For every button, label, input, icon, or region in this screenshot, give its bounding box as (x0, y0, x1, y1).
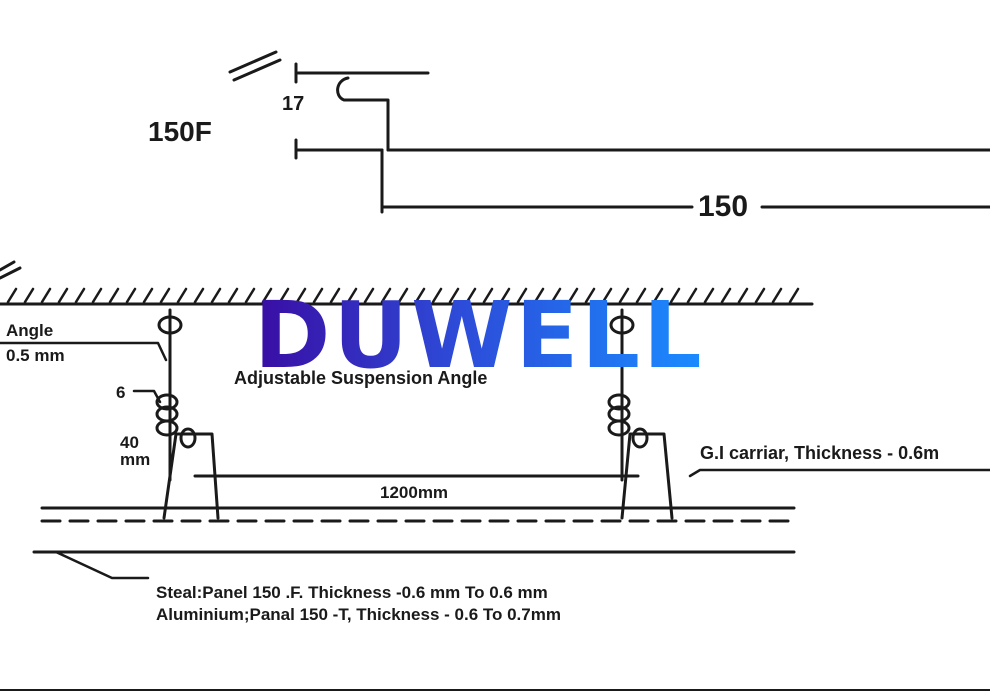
hatch-stroke (720, 287, 732, 304)
leader-line (0, 341, 168, 362)
leader-line (132, 389, 162, 404)
hatch-stroke (346, 287, 358, 304)
hatch-stroke (635, 287, 647, 304)
hatch-stroke (703, 287, 715, 304)
adjustable-angle-label: Adjustable Suspension Angle (234, 369, 487, 387)
hatch-stroke (176, 287, 188, 304)
panel-note-steel: Steal:Panel 150 .F. Thickness -0.6 mm To… (156, 583, 548, 602)
carrier-and-panel (32, 468, 990, 580)
hatch-stroke (91, 287, 103, 304)
hatch-stroke (261, 287, 273, 304)
hatch-stroke (431, 287, 443, 304)
break-mark (0, 266, 22, 280)
panel-profile-detail (228, 50, 990, 214)
angle-label: Angle (6, 321, 54, 340)
hatch-stroke (142, 287, 154, 304)
hatch-stroke (40, 287, 52, 304)
hatch-stroke (210, 287, 222, 304)
hatch-stroke (533, 287, 545, 304)
hatch-stroke (686, 287, 698, 304)
hatch-stroke (278, 287, 290, 304)
ceiling-slab (0, 260, 814, 306)
hatch-stroke (771, 287, 783, 304)
hatch-stroke (482, 287, 494, 304)
spring-clip (607, 393, 631, 411)
hatch-stroke (584, 287, 596, 304)
hatch-stroke (601, 287, 613, 304)
hatch-stroke (193, 287, 205, 304)
spring-clip (155, 393, 179, 411)
hatch-stroke (295, 287, 307, 304)
width-dimension-label: 150 (698, 190, 749, 223)
spring-clip (155, 419, 179, 437)
hatch-stroke (499, 287, 511, 304)
angle-thickness-label: 0.5 mm (6, 346, 65, 365)
dim-6-label: 6 (116, 383, 126, 402)
height-dimension-label: 17 (282, 93, 305, 115)
hatch-stroke (567, 287, 579, 304)
spring-clip (631, 427, 649, 449)
dim-40-label: 40 (120, 433, 139, 452)
spring-clip (607, 419, 631, 437)
hatch-stroke (618, 287, 630, 304)
hatch-stroke (244, 287, 256, 304)
break-mark (228, 50, 278, 74)
hatch-stroke (448, 287, 460, 304)
left-hanger (0, 308, 220, 520)
hatch-stroke (227, 287, 239, 304)
hatch-stroke (363, 287, 375, 304)
dim-40-unit-label: mm (120, 450, 151, 469)
hatch-stroke (737, 287, 749, 304)
hatch-stroke (159, 287, 171, 304)
hatch-stroke (329, 287, 341, 304)
hatch-stroke (6, 287, 18, 304)
span-label: 1200mm (380, 483, 449, 502)
hatch-stroke (788, 287, 800, 304)
hatch-stroke (125, 287, 137, 304)
hatch-stroke (669, 287, 681, 304)
profile-name-label: 150F (148, 116, 212, 147)
slab-hatching (6, 287, 800, 304)
hatch-stroke (108, 287, 120, 304)
hatch-stroke (397, 287, 409, 304)
hatch-stroke (754, 287, 766, 304)
leader-line (54, 550, 150, 580)
hatch-stroke (516, 287, 528, 304)
hatch-stroke (380, 287, 392, 304)
hatch-stroke (312, 287, 324, 304)
hatch-stroke (465, 287, 477, 304)
hatch-stroke (74, 287, 86, 304)
profile-hook (336, 76, 390, 152)
duwell-logo: DUWELL (254, 282, 705, 389)
spring-clip (179, 427, 197, 449)
leader-line (688, 468, 990, 478)
break-mark (0, 260, 16, 272)
panel-note-aluminium: Aluminium;Panal 150 -T, Thickness - 0.6 … (156, 605, 561, 624)
hatch-stroke (57, 287, 69, 304)
hatch-stroke (23, 287, 35, 304)
hatch-stroke (414, 287, 426, 304)
carrier-label: G.I carriar, Thickness - 0.6m (700, 443, 940, 463)
hatch-stroke (652, 287, 664, 304)
break-mark (232, 58, 282, 82)
hatch-stroke (550, 287, 562, 304)
